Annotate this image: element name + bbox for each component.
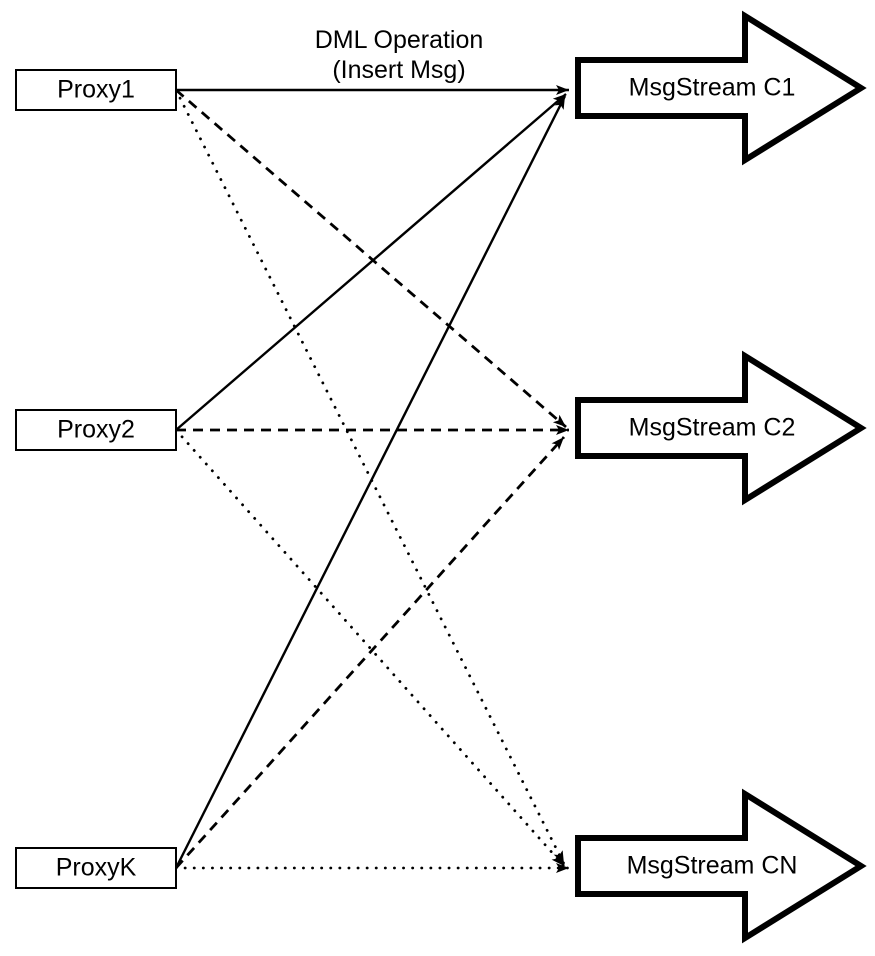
stream-c2-label: MsgStream C2 [629, 414, 796, 442]
link-proxyk-to-stream-c2 [174, 436, 566, 869]
node-proxy2[interactable]: Proxy2 [15, 409, 177, 451]
link-proxy1-to-stream-cn [174, 88, 566, 866]
stream-c1-label: MsgStream C1 [629, 74, 796, 102]
node-stream-c1[interactable]: MsgStream C1 [575, 10, 867, 166]
stream-c2-arrow-shape [575, 350, 867, 506]
link-proxyk-to-stream-c1 [174, 95, 567, 869]
proxyk-box [15, 847, 177, 889]
proxy2-label: Proxy2 [57, 416, 135, 444]
proxy1-label: Proxy1 [57, 76, 135, 104]
node-proxyk[interactable]: ProxyK [15, 847, 177, 889]
link-group-proxyk [174, 95, 571, 873]
node-stream-cn[interactable]: MsgStream CN [575, 788, 867, 944]
link-proxy2-to-stream-cn [174, 428, 566, 868]
stream-c1-arrow-shape [575, 10, 867, 166]
stream-cn-label: MsgStream CN [627, 852, 798, 880]
proxy1-box [15, 69, 177, 111]
stream-cn-arrow-shape [575, 788, 867, 944]
link-proxy2-to-stream-c1 [175, 93, 567, 431]
proxyk-label: ProxyK [56, 854, 137, 882]
dml-operation-line2: (Insert Msg) [332, 56, 465, 84]
link-proxy1-to-stream-c2 [175, 88, 567, 429]
link-group-proxy2 [174, 93, 569, 868]
dml-operation-line1: DML Operation [315, 26, 484, 54]
proxy2-box [15, 409, 177, 451]
node-stream-c2[interactable]: MsgStream C2 [575, 350, 867, 506]
link-group-proxy1 [174, 85, 569, 866]
node-proxy1[interactable]: Proxy1 [15, 69, 177, 111]
dml-operation-label: DML Operation (Insert Msg) [315, 26, 484, 84]
